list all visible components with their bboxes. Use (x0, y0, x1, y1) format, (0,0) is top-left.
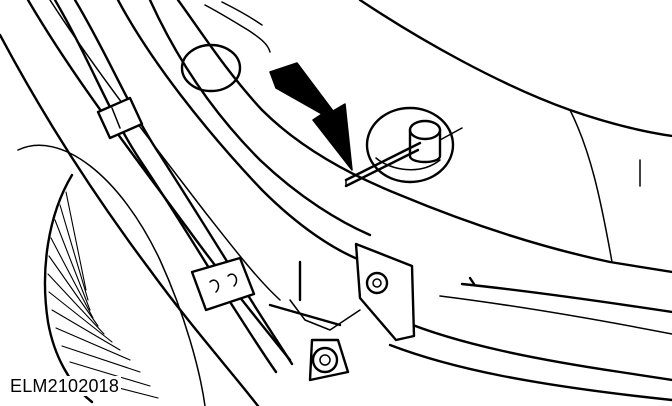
headlamp-lens (17, 144, 206, 406)
lower-frame (268, 260, 672, 402)
adjuster-rod (344, 148, 420, 188)
access-hole (180, 43, 242, 93)
body-panel (176, 0, 672, 335)
mounting-bracket (308, 242, 416, 382)
figure-reference-code: ELM2102018 (8, 376, 122, 396)
harness-clip-lower (190, 256, 256, 312)
front-panel (0, 0, 372, 406)
pointer-arrow (269, 62, 353, 171)
bolt-lower (311, 346, 339, 374)
bolt-upper (365, 271, 389, 295)
headlamp-adjuster (344, 106, 463, 188)
harness-clip-upper (96, 96, 144, 140)
wiring-harness (53, 0, 294, 374)
